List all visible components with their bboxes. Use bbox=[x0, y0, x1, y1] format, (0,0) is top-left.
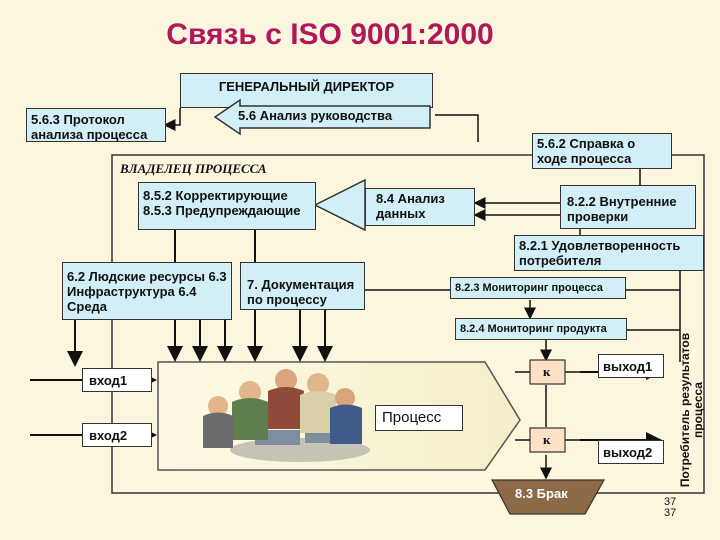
input1-box: вход1 bbox=[82, 368, 152, 392]
defect-label: 8.3 Брак bbox=[515, 486, 568, 501]
protocol-label: 5.6.3 Протокол анализа процесса bbox=[31, 112, 148, 142]
internal-audit-label: 8.2.2 Внутренние проверки bbox=[567, 194, 677, 224]
protocol-box: 5.6.3 Протокол анализа процесса bbox=[26, 108, 166, 142]
director-label: ГЕНЕРАЛЬНЫЙ ДИРЕКТОР bbox=[218, 79, 395, 94]
people-at-computer-clipart bbox=[203, 369, 370, 462]
output1-label: выход1 bbox=[603, 359, 653, 374]
data-analysis-box: 8.4 Анализ данных bbox=[365, 188, 475, 226]
output2-label: выход2 bbox=[603, 445, 653, 460]
analysis-mgmt-label: 5.6 Анализ руководства bbox=[238, 108, 393, 123]
corrective-actions-label: 8.5.2 Корректирующие 8.5.3 Предупреждающ… bbox=[143, 188, 301, 218]
page-number: 37 37 bbox=[664, 497, 676, 519]
defect-trapezoid bbox=[491, 479, 606, 515]
input1-label: вход1 bbox=[89, 373, 128, 388]
process-label-box: Процесс bbox=[375, 405, 463, 431]
status-report-label: 5.6.2 Справка о ходе процесса bbox=[537, 136, 636, 166]
resources-box: 6.2 Людские ресурсы 6.3 Инфраструктура 6… bbox=[62, 262, 232, 320]
control-label-1: к bbox=[543, 364, 551, 379]
satisfaction-label: 8.2.1 Удовлетворенность потребителя bbox=[519, 238, 681, 268]
process-owner-frame bbox=[111, 154, 705, 494]
consumer-label: Потребитель результатов процесса bbox=[678, 332, 705, 488]
documentation-label: 7. Документация по процессу bbox=[247, 277, 355, 307]
output1-box: выход1 bbox=[598, 354, 664, 378]
documentation-box: 7. Документация по процессу bbox=[240, 262, 365, 310]
input2-label: вход2 bbox=[89, 428, 128, 443]
product-monitoring-box: 8.2.4 Мониторинг продукта bbox=[455, 318, 627, 340]
data-analysis-label: 8.4 Анализ данных bbox=[376, 191, 445, 221]
input2-box: вход2 bbox=[82, 423, 152, 447]
product-monitoring-label: 8.2.4 Мониторинг продукта bbox=[460, 323, 607, 335]
process-monitoring-label: 8.2.3 Мониторинг процесса bbox=[455, 282, 603, 294]
control-box-2 bbox=[529, 427, 566, 453]
process-monitoring-box: 8.2.3 Мониторинг процесса bbox=[450, 277, 626, 299]
status-report-box: 5.6.2 Справка о ходе процесса bbox=[532, 133, 672, 169]
page-number-2: 37 bbox=[664, 507, 677, 519]
output2-box: выход2 bbox=[598, 440, 664, 464]
process-label: Процесс bbox=[382, 409, 442, 426]
control-box-1 bbox=[529, 359, 566, 385]
resources-label: 6.2 Людские ресурсы 6.3 Инфраструктура 6… bbox=[67, 269, 227, 314]
director-box: ГЕНЕРАЛЬНЫЙ ДИРЕКТОР bbox=[180, 73, 433, 108]
page-title: Связь с ISO 9001:2000 bbox=[166, 18, 494, 51]
internal-audit-box: 8.2.2 Внутренние проверки bbox=[560, 185, 696, 229]
corrective-actions-box: 8.5.2 Корректирующие 8.5.3 Предупреждающ… bbox=[138, 182, 316, 230]
page-number-1: 37 bbox=[664, 496, 677, 508]
satisfaction-box: 8.2.1 Удовлетворенность потребителя bbox=[514, 235, 704, 271]
process-owner-label: ВЛАДЕЛЕЦ ПРОЦЕССА bbox=[120, 161, 267, 176]
control-label-2: к bbox=[543, 432, 551, 447]
